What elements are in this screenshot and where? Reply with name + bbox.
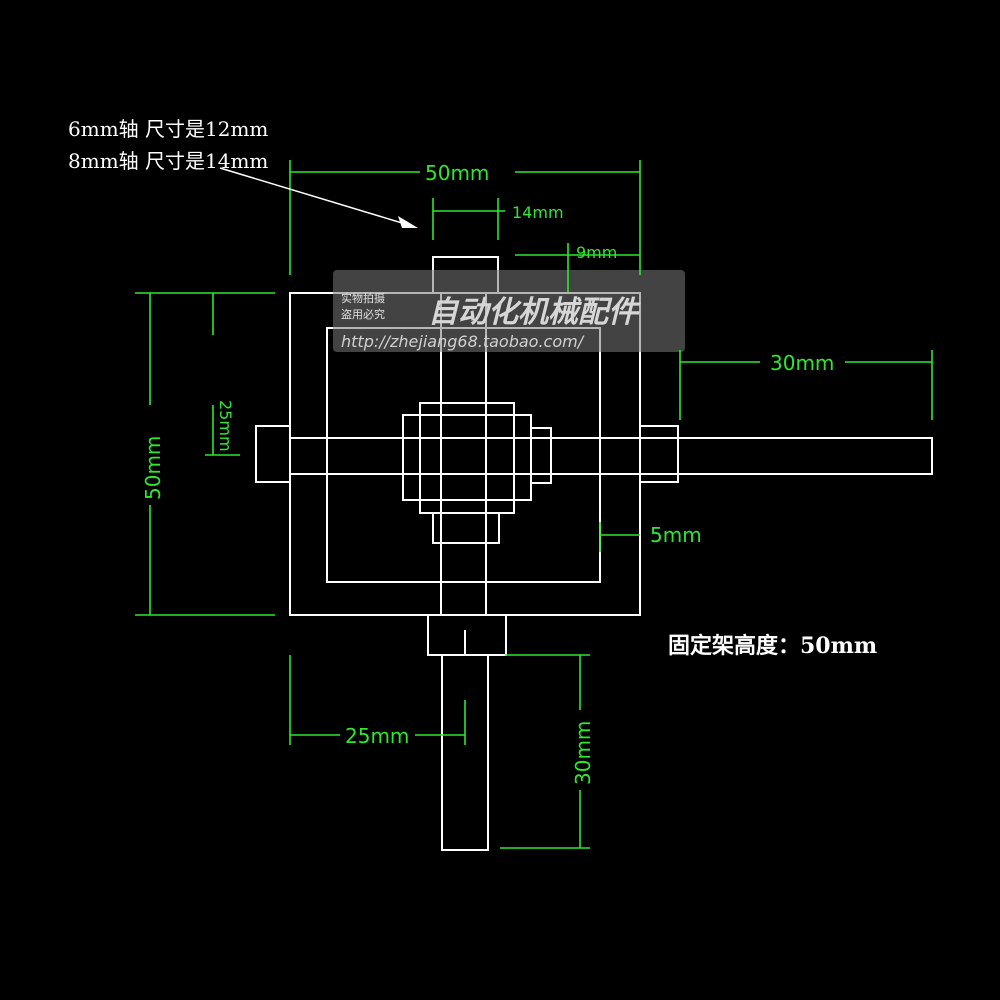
right-bearing-cap (639, 425, 679, 483)
gear-hub-right (530, 427, 552, 484)
left-bearing-cap (255, 425, 291, 483)
watermark-line2: 盗用必究 (341, 307, 385, 321)
gear-hub-bottom (432, 512, 500, 544)
gear-core (419, 402, 515, 514)
dim-bottom-25: 25mm (345, 724, 409, 748)
dim-gap-9: 9mm (576, 243, 617, 262)
bottom-bearing-cap (427, 614, 507, 656)
dim-side-25: 25mm (216, 400, 235, 452)
bottom-shaft (441, 654, 489, 851)
note-frame-height: 固定架高度：50mm (668, 633, 877, 659)
dim-shaft-30-right: 30mm (770, 351, 834, 375)
gear-outer (402, 414, 532, 501)
leader-arrow (219, 167, 418, 228)
note-shaft-8mm: 8mm轴 尺寸是14mm (68, 149, 268, 173)
dim-height-50: 50mm (141, 436, 165, 500)
dim-wall-5: 5mm (650, 523, 702, 547)
watermark-url: http://zhejiang68.taobao.com/ (341, 332, 585, 351)
watermark-brand: 自动化机械配件 (428, 295, 641, 330)
dimension-lines (135, 160, 933, 849)
watermark-bar (333, 270, 685, 352)
dim-top-width: 50mm (425, 161, 489, 185)
watermark-line1: 实物拍摄 (341, 291, 385, 305)
horizontal-shaft (289, 437, 933, 475)
watermark: 实物拍摄 盗用必究 自动化机械配件 http://zhejiang68.taob… (333, 270, 685, 352)
dim-shaft-14: 14mm (512, 203, 564, 222)
note-shaft-6mm: 6mm轴 尺寸是12mm (68, 117, 268, 141)
dim-shaft-30-bottom: 30mm (571, 721, 595, 785)
